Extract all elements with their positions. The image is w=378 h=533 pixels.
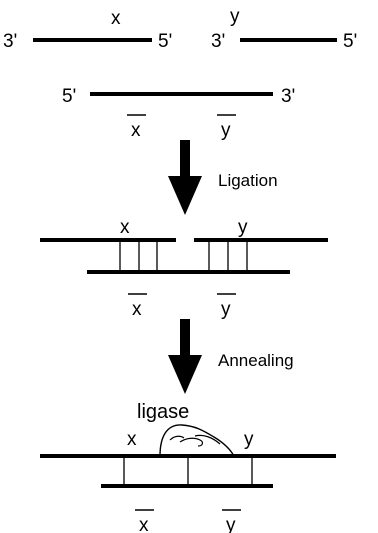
template-ybar-label: y xyxy=(221,120,231,141)
step3-ybar-label: y xyxy=(226,515,236,533)
strand-y-3prime-label: 3' xyxy=(211,31,225,52)
template-3prime-label: 3' xyxy=(281,86,295,107)
annealing-arrow: Annealing xyxy=(168,319,294,394)
ligase-label: ligase xyxy=(137,401,189,423)
template-xbar-label: x xyxy=(131,120,141,141)
step1-strands: 3' x 5' 3' y 5' 5' 3' x y xyxy=(3,6,357,141)
ligation-arrow-shaft xyxy=(180,140,190,178)
strand-x-5prime-label: 5' xyxy=(158,31,172,52)
step2-ybar-label: y xyxy=(221,299,231,320)
annealing-arrow-shaft xyxy=(180,319,190,357)
strand-x-label: x xyxy=(111,8,121,29)
step3-y-label: y xyxy=(244,429,254,450)
step2-xbar-label: x xyxy=(132,299,142,320)
ligation-arrow: Ligation xyxy=(168,140,278,215)
strand-y-label: y xyxy=(230,6,240,27)
ligase-detail xyxy=(194,434,221,445)
step2-y-label: y xyxy=(238,217,248,238)
annealing-arrow-head xyxy=(168,355,202,394)
ligase-detail xyxy=(169,435,185,441)
strand-x-3prime-label: 3' xyxy=(3,31,17,52)
step3-xbar-label: x xyxy=(139,515,149,533)
template-5prime-label: 5' xyxy=(62,86,76,107)
step3-duplex: ligase x y x y xyxy=(40,401,336,533)
step2-duplex: x y x y xyxy=(40,217,328,320)
step2-x-label: x xyxy=(120,217,130,238)
strand-y-5prime-label: 5' xyxy=(343,31,357,52)
ligation-arrow-head xyxy=(168,176,202,215)
ligase-enzyme-outline xyxy=(159,424,235,457)
step3-x-label: x xyxy=(127,429,137,450)
ligation-label: Ligation xyxy=(218,171,278,190)
ligase-detail xyxy=(179,437,204,447)
annealing-label: Annealing xyxy=(218,351,294,370)
